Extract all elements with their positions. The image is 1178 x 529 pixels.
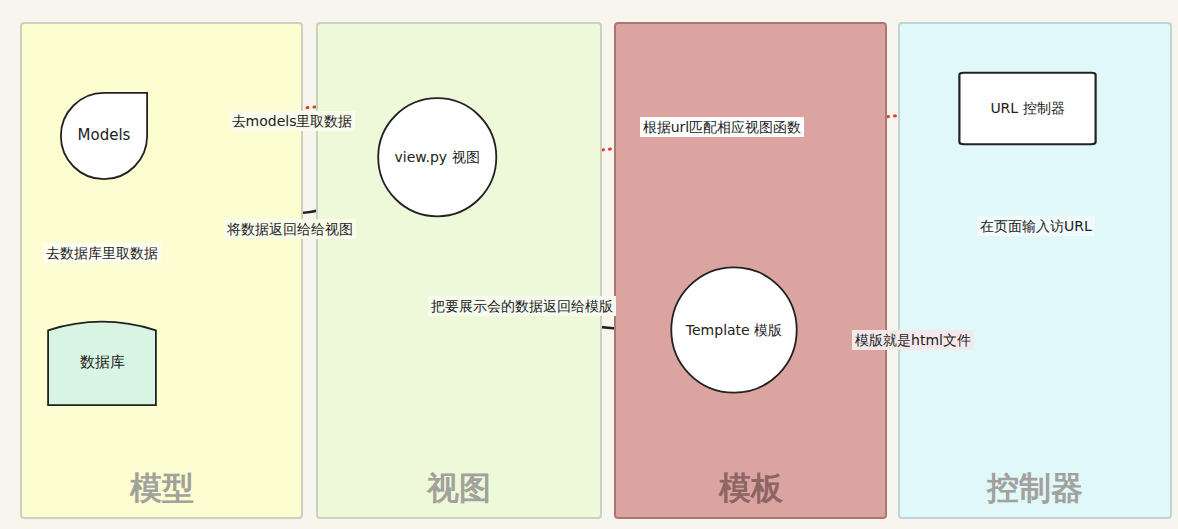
flow-label: 模版就是html文件 xyxy=(852,330,974,350)
node-label: Models xyxy=(74,126,135,146)
flow-label: 在页面输入访URL xyxy=(977,216,1095,236)
circle-outline xyxy=(671,267,796,392)
layer-band: 视图 view.py 视图 xyxy=(316,22,602,519)
node-label: view.py 视图 xyxy=(390,148,483,166)
node-label: Template 模版 xyxy=(682,321,786,339)
node-label: URL 控制器 xyxy=(986,99,1068,117)
node-text: 数据库 xyxy=(80,353,125,373)
teardrop-outline xyxy=(61,93,147,179)
edge-label: 把要展示会的数据返回给模版 xyxy=(428,296,616,316)
band-title: 模型 xyxy=(22,467,301,511)
layer-band: 模型 Models 数据库 xyxy=(20,22,303,519)
circle-node: view.py 视图 xyxy=(377,97,498,218)
band-title: 模板 xyxy=(616,467,885,511)
db-node: 数据库 xyxy=(47,320,157,406)
node-text: URL 控制器 xyxy=(990,99,1064,117)
circle-outline xyxy=(378,98,496,216)
box-node: URL 控制器 xyxy=(958,72,1097,145)
node-text: view.py 视图 xyxy=(394,148,479,166)
node-text: Models xyxy=(78,126,131,146)
box-outline xyxy=(959,73,1095,145)
edge-label: 根据url匹配相应视图函数 xyxy=(640,117,805,137)
band-title: 视图 xyxy=(318,467,600,511)
node-label: 数据库 xyxy=(76,353,129,373)
edge-label: 将数据返回给给视图 xyxy=(224,219,356,239)
teardrop-node: Models xyxy=(60,92,148,180)
circle-node: Template 模版 xyxy=(670,266,798,394)
band-title: 控制器 xyxy=(900,467,1170,511)
edge-label: 去models里取数据 xyxy=(229,111,356,131)
layer-band: 控制器 URL 控制器 xyxy=(898,22,1172,519)
edge-label: 去数据库里取数据 xyxy=(43,243,161,263)
database-outline xyxy=(48,322,156,405)
node-text: Template 模版 xyxy=(686,321,782,339)
layer-band: 模板 Template 模版 xyxy=(614,22,887,519)
